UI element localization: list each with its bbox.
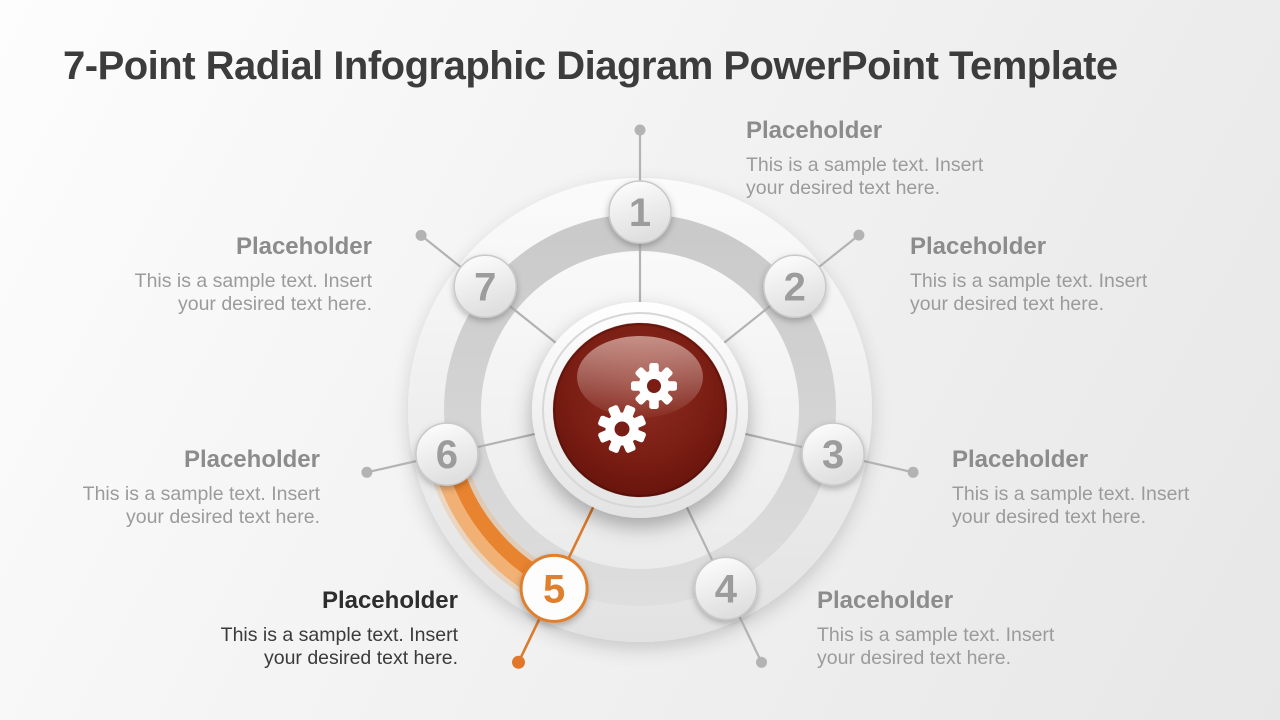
node-5-number: 5 — [543, 567, 565, 611]
placeholder-block-7[interactable]: Placeholder This is a sample text. Inser… — [92, 233, 372, 317]
spoke-dot-7 — [415, 229, 427, 241]
placeholder-heading: Placeholder — [235, 233, 372, 260]
placeholder-block-1[interactable]: Placeholder This is a sample text. Inser… — [746, 117, 1026, 201]
placeholder-line: This is a sample text. Insert — [220, 623, 458, 646]
placeholder-heading: Placeholder — [183, 446, 320, 473]
placeholder-body: This is a sample text. Insert your desir… — [817, 624, 1097, 672]
placeholder-body: This is a sample text. Insert your desir… — [92, 270, 372, 318]
node-3[interactable]: 3 — [801, 422, 865, 486]
placeholder-block-3[interactable]: Placeholder This is a sample text. Inser… — [952, 446, 1232, 530]
placeholder-line: This is a sample text. Insert — [817, 623, 1055, 646]
node-1[interactable]: 1 — [608, 180, 672, 244]
node-4[interactable]: 4 — [694, 556, 758, 621]
node-6[interactable]: 6 — [415, 422, 479, 486]
placeholder-line: your desired text here. — [125, 506, 320, 529]
node-2-number: 2 — [784, 265, 806, 309]
node-7-number: 7 — [474, 265, 496, 309]
spoke-dots — [361, 124, 919, 668]
node-7[interactable]: 7 — [453, 254, 517, 319]
placeholder-line: your desired text here. — [952, 506, 1147, 529]
placeholder-block-4[interactable]: Placeholder This is a sample text. Inser… — [817, 587, 1097, 671]
placeholder-line: This is a sample text. Insert — [82, 482, 320, 505]
node-4-number: 4 — [715, 567, 738, 611]
placeholder-line: This is a sample text. Insert — [952, 482, 1190, 505]
spoke-dot-2 — [853, 229, 865, 241]
placeholder-heading: Placeholder — [952, 446, 1089, 473]
node-6-number: 6 — [436, 433, 458, 477]
placeholder-line: your desired text here. — [746, 177, 941, 200]
placeholder-line: your desired text here. — [263, 647, 458, 670]
placeholder-heading: Placeholder — [321, 587, 458, 614]
placeholder-body: This is a sample text. Insert your desir… — [40, 483, 320, 531]
node-3-number: 3 — [822, 433, 844, 477]
spoke-dot-5-highlighted — [512, 655, 525, 669]
placeholder-line: your desired text here. — [177, 293, 372, 316]
placeholder-heading: Placeholder — [817, 587, 954, 614]
center-button[interactable] — [532, 302, 748, 518]
placeholder-block-6[interactable]: Placeholder This is a sample text. Inser… — [40, 446, 320, 530]
spoke-dot-6 — [361, 466, 373, 478]
placeholder-body: This is a sample text. Insert your desir… — [746, 154, 1026, 202]
placeholder-line: This is a sample text. Insert — [134, 269, 372, 292]
placeholder-line: your desired text here. — [817, 647, 1012, 670]
node-2[interactable]: 2 — [763, 254, 827, 319]
placeholder-heading: Placeholder — [746, 117, 883, 144]
placeholder-line: This is a sample text. Insert — [746, 153, 984, 176]
node-1-number: 1 — [629, 191, 651, 235]
placeholder-block-2[interactable]: Placeholder This is a sample text. Inser… — [910, 233, 1190, 317]
node-5-highlighted[interactable]: 5 — [519, 553, 589, 623]
placeholder-body: This is a sample text. Insert your desir… — [952, 483, 1232, 531]
placeholder-block-5-active[interactable]: Placeholder This is a sample text. Inser… — [178, 587, 458, 671]
spoke-dot-3 — [907, 466, 919, 478]
placeholder-body: This is a sample text. Insert your desir… — [910, 270, 1190, 318]
spoke-dot-4 — [756, 656, 767, 668]
spoke-dot-1 — [634, 124, 646, 136]
gears-icon — [598, 363, 677, 453]
placeholder-line: your desired text here. — [910, 293, 1105, 316]
page-title[interactable]: 7-Point Radial Infographic Diagram Power… — [63, 44, 1118, 88]
placeholder-body: This is a sample text. Insert your desir… — [178, 624, 458, 672]
placeholder-line: This is a sample text. Insert — [910, 269, 1148, 292]
placeholder-heading: Placeholder — [910, 233, 1047, 260]
